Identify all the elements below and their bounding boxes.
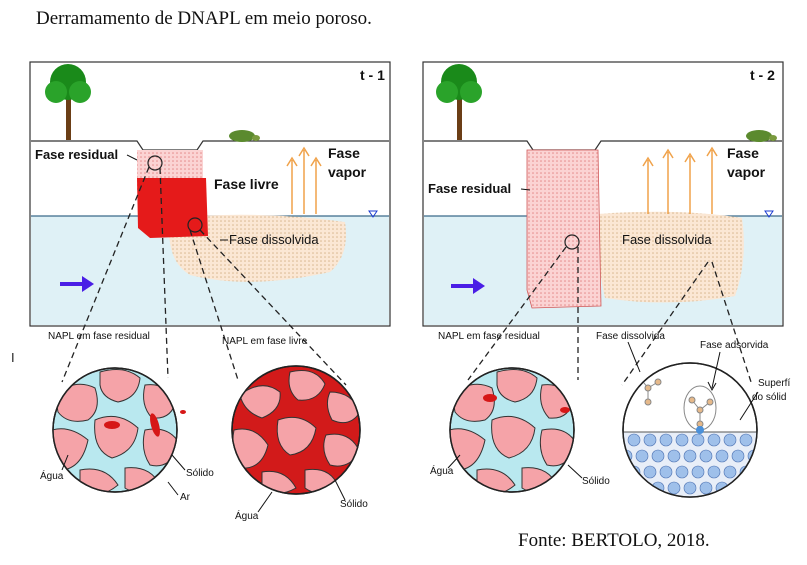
left-time-label: t - 1 <box>360 67 385 83</box>
label-solido-left-2: Sólido <box>340 499 368 510</box>
left-label-fase-livre: Fase livre <box>214 176 279 192</box>
label-napl-residual-left: NAPL em fase residual <box>48 331 150 342</box>
label-napl-livre: NAPL em fase livre <box>222 336 308 347</box>
right-panel: t - 2 Fase residual Fase vapor Fase diss… <box>422 61 784 327</box>
label-solido-right: Sólido <box>582 476 610 487</box>
right-zoom-lines <box>467 246 753 386</box>
right-label-fase-residual: Fase residual <box>428 181 511 196</box>
right-vapor-arrows <box>642 146 718 214</box>
water-table-symbol-icon <box>764 210 774 218</box>
label-agua-left-1: Água <box>40 469 64 482</box>
right-zoom-adsorbed <box>622 362 758 498</box>
left-label-fase-dissolvida: Fase dissolvida <box>229 232 319 247</box>
right-callout-residual <box>564 234 580 250</box>
right-label-fase-vapor-2: vapor <box>727 164 766 180</box>
left-label-fase-vapor-1: Fase <box>328 145 360 161</box>
tree-icon <box>45 64 91 140</box>
label-fase-dissolvida-small: Fase dissolvida <box>596 331 665 342</box>
turtle-icon <box>746 130 777 142</box>
left-vapor-arrows <box>286 146 322 214</box>
groundwater-flow-arrow-icon <box>60 276 94 292</box>
figure-source: Fonte: BERTOLO, 2018. <box>518 530 710 551</box>
right-zoom-residual <box>449 367 575 493</box>
right-time-label: t - 2 <box>750 67 775 83</box>
left-callout-free <box>187 217 203 233</box>
label-fase-adsorvida: Fase adsorvida <box>700 340 769 351</box>
left-zoom-free <box>231 365 361 495</box>
label-superficie-1: Superfí <box>758 378 790 389</box>
right-label-fase-dissolvida: Fase dissolvida <box>622 232 712 247</box>
left-callout-residual <box>147 155 163 171</box>
tree-icon <box>436 64 482 140</box>
right-residual-zone <box>526 149 602 309</box>
left-free-phase <box>137 178 208 238</box>
label-superficie-2: do sólid <box>752 392 786 403</box>
label-ar: Ar <box>180 492 191 503</box>
left-panel: t - 1 Fase residual Fase livre Fase vapo… <box>29 61 391 327</box>
water-table-symbol-icon <box>368 210 378 218</box>
left-zoom-lines <box>61 166 347 386</box>
label-agua-right: Água <box>430 464 454 477</box>
label-agua-left-2: Água <box>235 509 259 522</box>
label-solido-left-1: Sólido <box>186 468 214 479</box>
figure-caption: Derramamento de DNAPL em meio poroso. <box>36 8 372 29</box>
right-dissolved-plume <box>597 211 744 303</box>
left-label-fase-vapor-2: vapor <box>328 164 367 180</box>
left-dissolved-plume <box>169 214 346 282</box>
right-label-fase-vapor-1: Fase <box>727 145 759 161</box>
stray-mark: I <box>11 350 15 365</box>
groundwater-flow-arrow-icon <box>451 278 485 294</box>
turtle-icon <box>229 130 260 142</box>
right-label-leaders <box>447 341 759 479</box>
label-napl-residual-right: NAPL em fase residual <box>438 331 540 342</box>
left-zoom-residual <box>52 367 186 493</box>
left-label-leaders <box>61 454 346 513</box>
left-label-fase-residual: Fase residual <box>35 147 118 162</box>
